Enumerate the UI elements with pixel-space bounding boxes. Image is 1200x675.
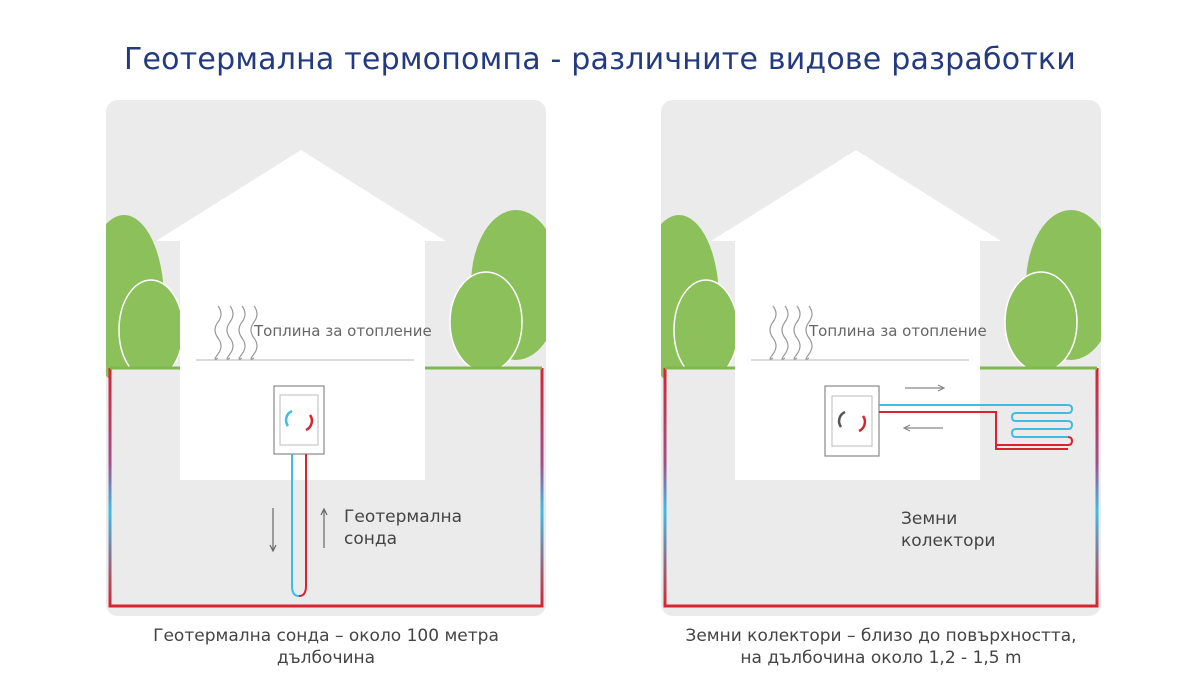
- probe-caption-line1: Геотермална сонда – около 100 метра: [153, 626, 499, 646]
- probe-caption: Геотермална сонда – около 100 метра дълб…: [66, 625, 586, 669]
- heat-pump-cycle-icon: [284, 409, 314, 432]
- page-title: Геотермална термопомпа - различните видо…: [124, 42, 1076, 77]
- house-wall: [735, 240, 980, 368]
- house-roof: [711, 150, 1001, 241]
- probe-cold-pipe: [291, 454, 300, 597]
- house-roof: [156, 150, 446, 241]
- right-arrow-icon: [905, 384, 946, 392]
- probe-label-line2: сонда: [344, 529, 398, 549]
- tree-icon: [1004, 271, 1078, 373]
- collector-caption-line2: на дълбочина около 1,2 - 1,5 m: [740, 648, 1022, 668]
- probe-hot-pipe: [298, 454, 307, 597]
- house-wall: [180, 240, 425, 368]
- tree-icon: [673, 279, 739, 381]
- heat-pump-panel: [831, 395, 873, 447]
- up-arrow-icon: [320, 507, 328, 548]
- probe-diagram: [106, 100, 546, 616]
- probe-caption-line2: дълбочина: [276, 648, 376, 668]
- left-arrow-icon: [902, 424, 943, 432]
- tree-icon: [118, 279, 184, 381]
- collector-caption: Земни колектори – близо до повърхността,…: [621, 625, 1141, 669]
- heat-pump-unit: [824, 385, 880, 457]
- collector-label-line1: Земни: [901, 509, 958, 529]
- heat-pump-panel: [279, 394, 319, 446]
- heat-waves-icon: [769, 305, 813, 360]
- collector-cold-pipe: [879, 404, 1074, 438]
- heat-label: Топлина за отопление: [809, 322, 987, 340]
- heat-waves-icon: [214, 305, 258, 360]
- collector-caption-line1: Земни колектори – близо до повърхността,: [685, 626, 1077, 646]
- probe-diagram-panel: Топлина за отопление Геотермална сонда: [106, 100, 546, 616]
- collector-hot-pipe-return: [995, 445, 1068, 450]
- heat-pump-unit: [273, 385, 325, 455]
- heat-label: Топлина за отопление: [254, 322, 432, 340]
- collector-hot-pipe: [879, 411, 1074, 446]
- heat-pump-cycle-icon: [837, 410, 867, 433]
- collector-diagram: [661, 100, 1101, 616]
- collector-label-line2: колектори: [901, 531, 996, 551]
- probe-label-line1: Геотермална: [344, 507, 463, 527]
- collector-diagram-panel: Топлина за отопление Земни колектори: [661, 100, 1101, 616]
- tree-icon: [449, 271, 523, 373]
- down-arrow-icon: [269, 508, 277, 553]
